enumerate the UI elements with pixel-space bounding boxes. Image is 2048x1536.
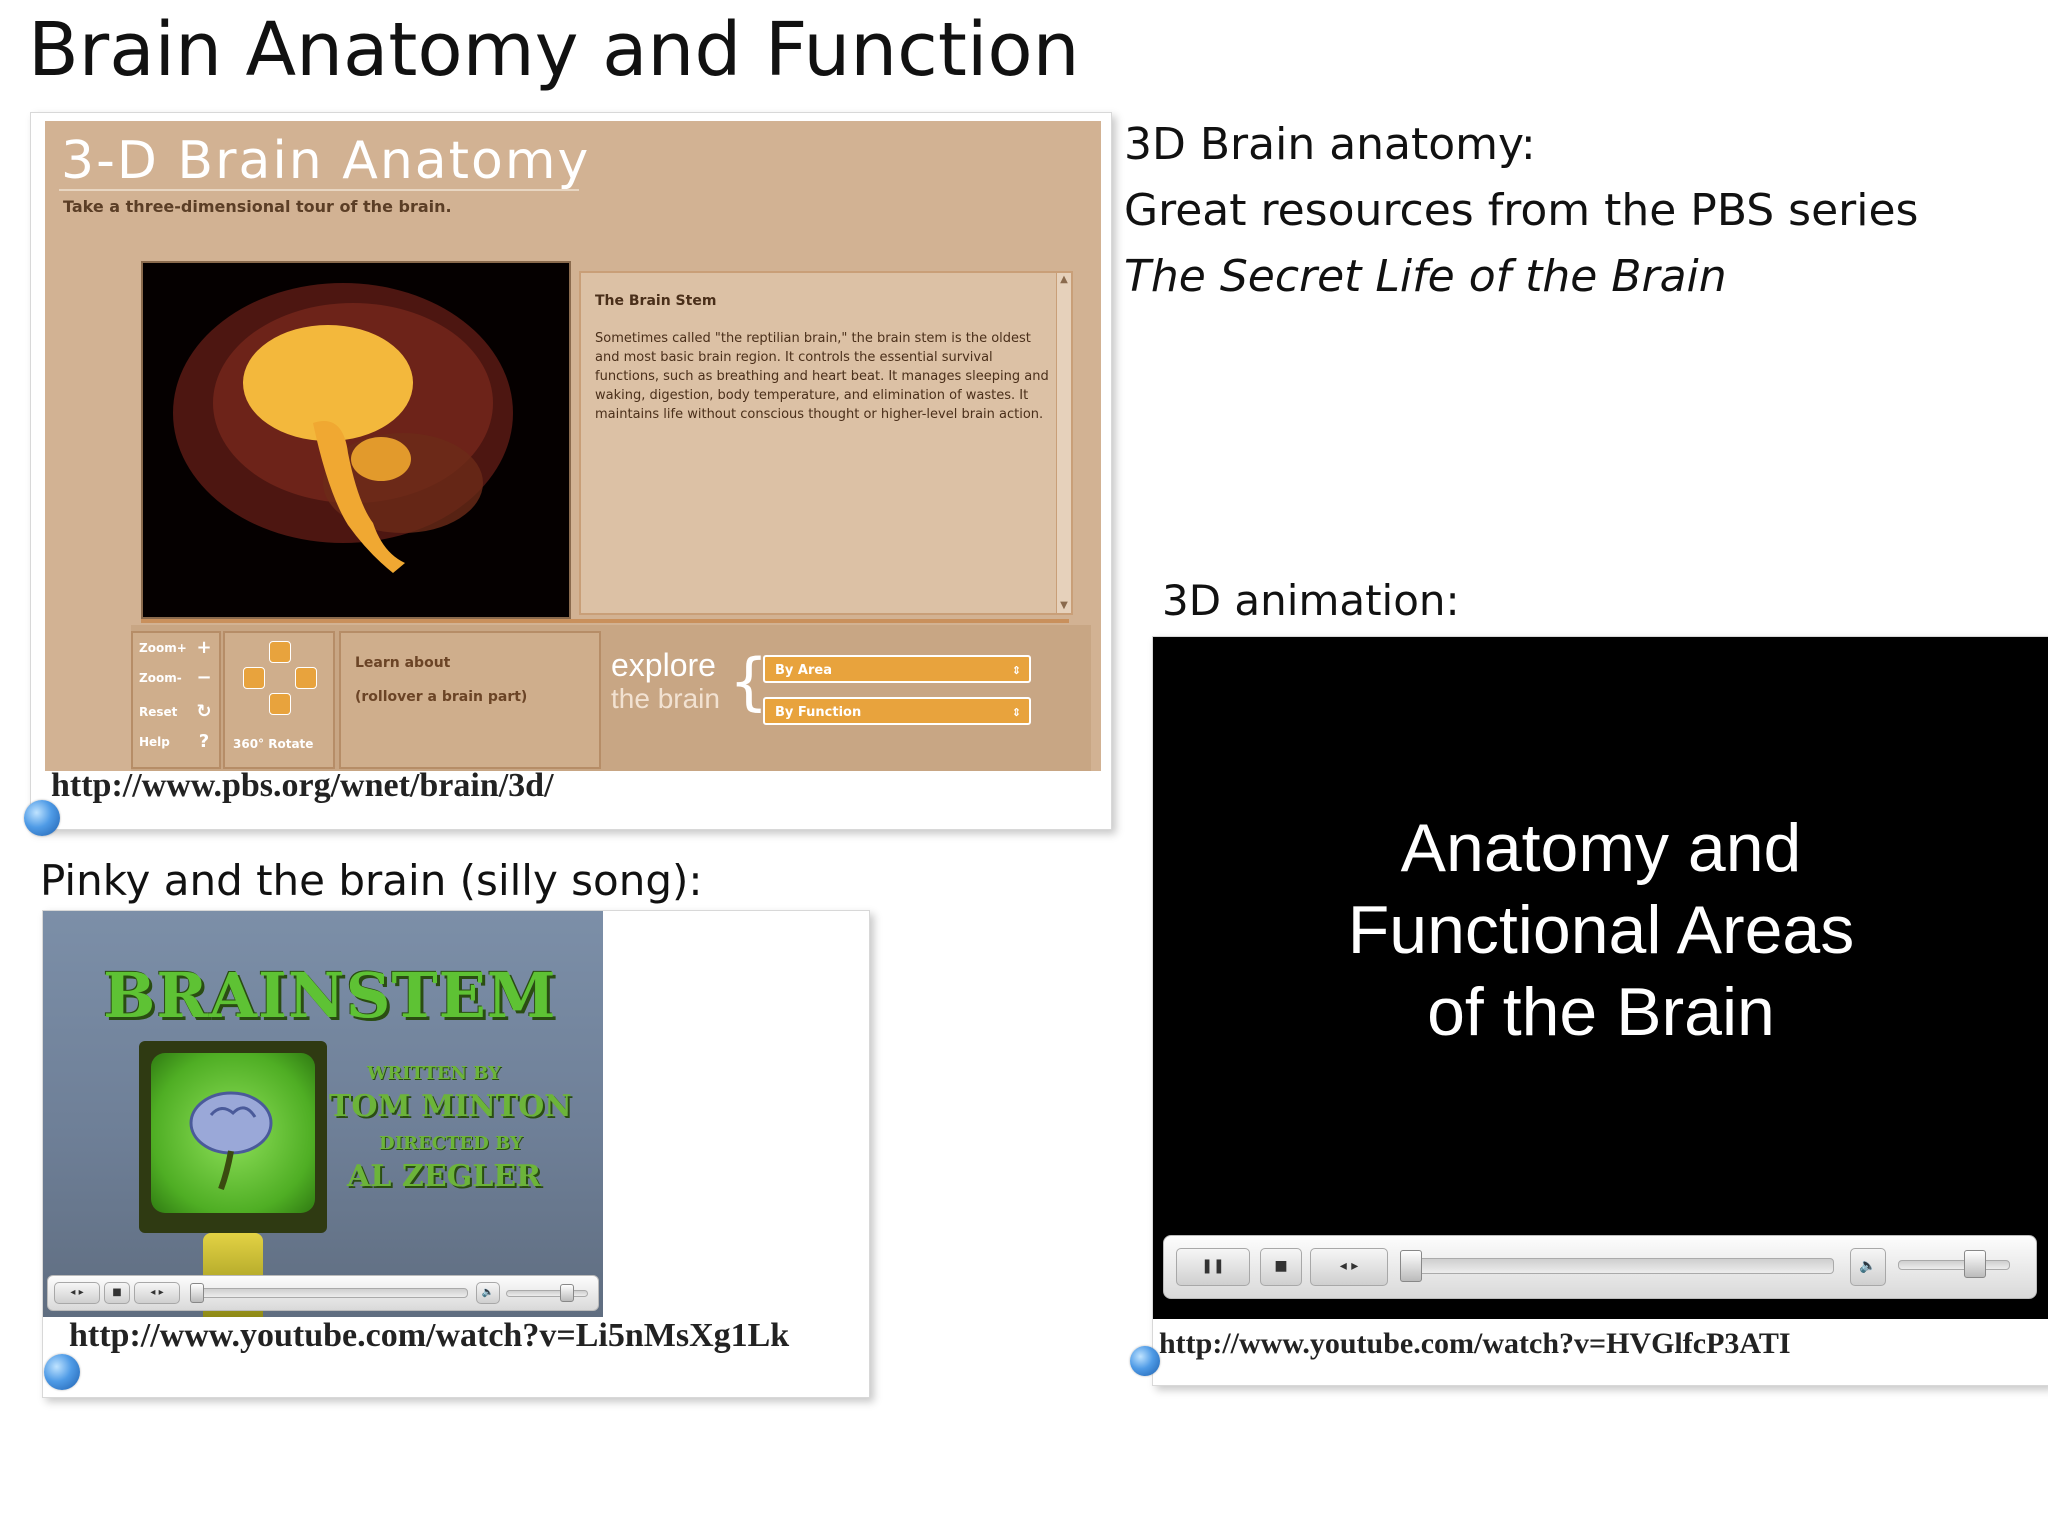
explore-label: explore: [611, 647, 716, 683]
reset-icon[interactable]: ↻: [196, 701, 212, 722]
written-by-label: WRITTEN BY: [367, 1063, 501, 1084]
the-brain-label: the brain: [611, 683, 720, 714]
description-scrollbar[interactable]: ▲ ▼: [1056, 273, 1071, 613]
video-controls: ❚❚ ■ ◂ ▸ 🔈: [1163, 1235, 2037, 1299]
panel-divider: [141, 619, 1069, 623]
info-series-title: The Secret Life of the Brain: [1124, 251, 1727, 302]
pbs-url-link[interactable]: http://www.pbs.org/wnet/brain/3d/: [51, 767, 554, 804]
volume-slider[interactable]: [1898, 1260, 2010, 1270]
seek-knob[interactable]: [190, 1283, 204, 1303]
animation-label: 3D animation:: [1162, 576, 1460, 625]
zoom-in-icon[interactable]: +: [196, 637, 212, 658]
rotate-label: 360° Rotate: [233, 737, 314, 751]
reset-label: Reset: [139, 705, 178, 719]
tv-frame: [139, 1041, 327, 1233]
pbs-header-title: 3-D Brain Anatomy: [61, 131, 591, 191]
pbs-header-underline: [59, 189, 579, 191]
pinky-video-title: BRAINSTEM: [103, 959, 557, 1032]
prev-next-button[interactable]: ◂ ▸: [1310, 1248, 1388, 1286]
zoom-controls: Zoom+ + Zoom- − Reset ↻ Help ?: [131, 631, 221, 769]
tv-screen: [151, 1053, 315, 1213]
zoom-out-label: Zoom-: [139, 671, 182, 685]
info-heading: 3D Brain anatomy:: [1124, 119, 1536, 170]
scroll-down-icon[interactable]: ▼: [1060, 600, 1068, 611]
video-title-line: Functional Areas: [1347, 892, 1855, 968]
zoom-in-label: Zoom+: [139, 641, 187, 655]
seek-bar[interactable]: [1400, 1258, 1834, 1274]
globe-icon: [44, 1354, 80, 1390]
brain-icon: [189, 1091, 273, 1191]
seek-bar[interactable]: [190, 1288, 468, 1298]
explore-section: explore the brain { By Area ⇕ By Functio…: [607, 631, 1091, 765]
scroll-up-icon[interactable]: ▲: [1060, 274, 1068, 285]
volume-icon[interactable]: 🔈: [1850, 1248, 1886, 1286]
globe-icon: [1130, 1346, 1160, 1376]
play-button[interactable]: ◂ ▸: [54, 1282, 100, 1304]
rotate-controls: 360° Rotate: [223, 631, 335, 769]
select-arrow-icon: ⇕: [1011, 706, 1021, 719]
prev-next-button[interactable]: ◂ ▸: [134, 1282, 180, 1304]
rotate-right-icon[interactable]: [295, 667, 317, 689]
volume-icon[interactable]: 🔈: [476, 1282, 500, 1304]
pinky-label: Pinky and the brain (silly song):: [40, 856, 703, 905]
by-area-select[interactable]: By Area ⇕: [763, 655, 1031, 683]
slide-title: Brain Anatomy and Function: [28, 7, 1080, 93]
video-title-line: of the Brain: [1427, 974, 1775, 1050]
animation-video-card: Anatomy and Functional Areas of the Brai…: [1152, 636, 2048, 1386]
brace-icon: {: [729, 645, 769, 718]
by-area-label: By Area: [775, 663, 832, 678]
pbs-page: 3-D Brain Anatomy Take a three-dimension…: [45, 121, 1101, 771]
pinky-video-card: BRAINSTEM WRITTEN BY TOM MINTON DIRECTED…: [42, 910, 870, 1398]
volume-slider[interactable]: [506, 1290, 588, 1297]
learn-about-box: Learn about (rollover a brain part): [339, 631, 601, 769]
video-controls: ◂ ▸ ■ ◂ ▸ 🔈: [47, 1275, 599, 1311]
animation-url-link[interactable]: http://www.youtube.com/watch?v=HVGlfcP3A…: [1159, 1327, 1791, 1360]
pbs-control-bar: Zoom+ + Zoom- − Reset ↻ Help ? 360° Rota…: [131, 625, 1091, 771]
rollover-hint: (rollover a brain part): [355, 689, 528, 705]
rotate-left-icon[interactable]: [243, 667, 265, 689]
animation-video-player[interactable]: Anatomy and Functional Areas of the Brai…: [1153, 637, 2048, 1319]
pbs-header-subtitle: Take a three-dimensional tour of the bra…: [63, 197, 452, 216]
by-function-select[interactable]: By Function ⇕: [763, 697, 1031, 725]
director-name: AL ZEGLER: [347, 1159, 542, 1194]
zoom-out-icon[interactable]: −: [196, 667, 212, 688]
by-function-label: By Function: [775, 705, 862, 720]
rotate-down-icon[interactable]: [269, 693, 291, 715]
directed-by-label: DIRECTED BY: [379, 1133, 523, 1154]
rotate-up-icon[interactable]: [269, 641, 291, 663]
brain-model-icon: [173, 283, 513, 573]
writer-name: TOM MINTON: [329, 1089, 572, 1124]
description-panel: The Brain Stem Sometimes called "the rep…: [579, 271, 1073, 615]
help-icon[interactable]: ?: [198, 731, 210, 752]
pbs-screenshot-card: 3-D Brain Anatomy Take a three-dimension…: [30, 112, 1112, 830]
stop-button[interactable]: ■: [104, 1282, 130, 1304]
animation-video-title: Anatomy and Functional Areas of the Brai…: [1153, 807, 2048, 1053]
pinky-video-player[interactable]: BRAINSTEM WRITTEN BY TOM MINTON DIRECTED…: [43, 911, 603, 1317]
globe-icon: [24, 800, 60, 836]
description-title: The Brain Stem: [595, 293, 717, 309]
brain-3d-viewer[interactable]: [141, 261, 571, 619]
volume-knob[interactable]: [560, 1284, 574, 1302]
info-description: Great resources from the PBS series: [1124, 185, 1919, 236]
select-arrow-icon: ⇕: [1011, 664, 1021, 677]
pinky-url-link[interactable]: http://www.youtube.com/watch?v=Li5nMsXg1…: [69, 1317, 790, 1354]
help-label: Help: [139, 735, 170, 749]
volume-knob[interactable]: [1964, 1250, 1986, 1278]
seek-knob[interactable]: [1400, 1250, 1422, 1282]
pause-button[interactable]: ❚❚: [1176, 1248, 1250, 1286]
description-text: Sometimes called "the reptilian brain," …: [595, 331, 1049, 422]
video-title-line: Anatomy and: [1400, 810, 1802, 886]
learn-about-label: Learn about: [355, 655, 451, 671]
stop-button[interactable]: ■: [1260, 1248, 1302, 1286]
